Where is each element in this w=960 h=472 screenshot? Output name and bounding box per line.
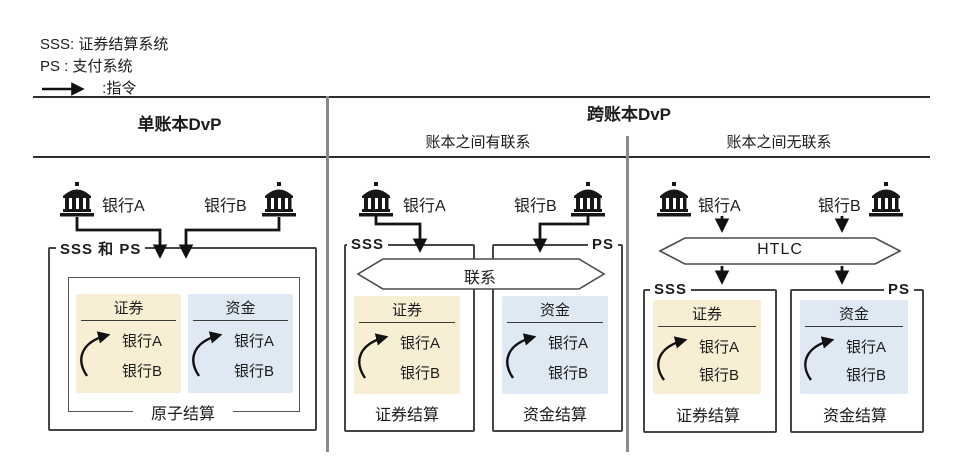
bank-a-entry: 银行A bbox=[846, 339, 887, 356]
bank-b-entry: 银行B bbox=[548, 365, 589, 382]
bank-b-label: 银行B bbox=[818, 198, 861, 215]
bank-icon bbox=[657, 182, 691, 217]
bank-b-entry: 银行B bbox=[699, 367, 740, 384]
bank-icon bbox=[262, 182, 296, 217]
funds-settlement-label: 资金结算 bbox=[805, 402, 905, 426]
bank-a-entry: 银行A bbox=[400, 335, 441, 352]
securities-title: 证券 bbox=[359, 300, 455, 323]
top-divider-line bbox=[33, 96, 930, 98]
sss-box bbox=[643, 289, 777, 433]
securities-box: 证券 银行A 银行B bbox=[653, 300, 761, 394]
securities-settlement-label: 证券结算 bbox=[357, 401, 457, 425]
swap-arrow-icon bbox=[80, 331, 111, 377]
funds-title: 资金 bbox=[805, 304, 903, 327]
sss-box-label: SSS bbox=[347, 236, 389, 253]
bank-icon bbox=[359, 182, 393, 217]
funds-title: 资金 bbox=[507, 300, 603, 323]
panel-divider-right bbox=[626, 136, 629, 452]
bank-b-label: 银行B bbox=[204, 198, 247, 215]
bank-a-label: 银行A bbox=[102, 198, 145, 215]
funds-title: 资金 bbox=[193, 298, 288, 321]
atomic-settlement-label: 原子结算 bbox=[133, 400, 233, 424]
cross-ledger-header: 跨账本DvP bbox=[586, 105, 672, 124]
securities-box: 证券 银行A 银行B bbox=[354, 296, 460, 394]
legend-ps: PS : 支付系统 bbox=[40, 58, 133, 75]
bank-a-entry: 银行A bbox=[699, 339, 740, 356]
swap-arrow-icon bbox=[657, 336, 688, 381]
unlinked-subheader: 账本之间无联系 bbox=[726, 134, 832, 151]
panel-divider-left bbox=[326, 96, 329, 452]
sss-box-label: SSS bbox=[650, 281, 692, 298]
link-banner-label: 联系 bbox=[463, 270, 496, 287]
funds-settlement-label: 资金结算 bbox=[505, 401, 605, 425]
ps-box-label: PS bbox=[588, 236, 619, 253]
securities-settlement-label: 证券结算 bbox=[658, 402, 758, 426]
header-divider-line bbox=[33, 156, 930, 158]
bank-b-entry: 银行B bbox=[234, 363, 275, 380]
bank-a-label: 银行A bbox=[698, 198, 741, 215]
securities-title: 证券 bbox=[658, 304, 756, 327]
swap-arrow-icon bbox=[358, 333, 389, 379]
swap-arrow-icon bbox=[804, 336, 835, 381]
funds-box: 资金 银行A 银行B bbox=[800, 300, 908, 394]
swap-arrow-icon bbox=[192, 331, 223, 377]
bank-b-label: 银行B bbox=[514, 198, 557, 215]
securities-box: 证券 银行A 银行B bbox=[76, 294, 181, 393]
ps-box bbox=[790, 289, 924, 433]
funds-box: 资金 银行A 银行B bbox=[188, 294, 293, 393]
bank-b-entry: 银行B bbox=[122, 363, 163, 380]
bank-a-entry: 银行A bbox=[548, 335, 589, 352]
bank-b-entry: 银行B bbox=[400, 365, 441, 382]
legend-sss: SSS: 证券结算系统 bbox=[40, 36, 169, 53]
instruction-arrow-icon bbox=[42, 82, 85, 96]
bank-a-entry: 银行A bbox=[122, 333, 163, 350]
bank-a-label: 银行A bbox=[403, 198, 446, 215]
bank-b-entry: 银行B bbox=[846, 367, 887, 384]
htlc-banner-label: HTLC bbox=[757, 241, 803, 258]
single-ledger-header: 单账本DvP bbox=[137, 115, 222, 134]
legend-instruction-label: :指令 bbox=[102, 80, 137, 97]
swap-arrow-icon bbox=[506, 333, 537, 379]
sss-ps-box-label: SSS 和 PS bbox=[56, 238, 146, 259]
bank-a-entry: 银行A bbox=[234, 333, 275, 350]
bank-icon bbox=[571, 182, 605, 217]
bank-icon bbox=[60, 182, 94, 217]
securities-title: 证券 bbox=[81, 298, 176, 321]
legend-instruction: :指令 bbox=[40, 77, 136, 98]
ps-box-label: PS bbox=[884, 281, 915, 298]
funds-box: 资金 银行A 银行B bbox=[502, 296, 608, 394]
bank-icon bbox=[869, 182, 903, 217]
linked-subheader: 账本之间有联系 bbox=[425, 134, 531, 151]
